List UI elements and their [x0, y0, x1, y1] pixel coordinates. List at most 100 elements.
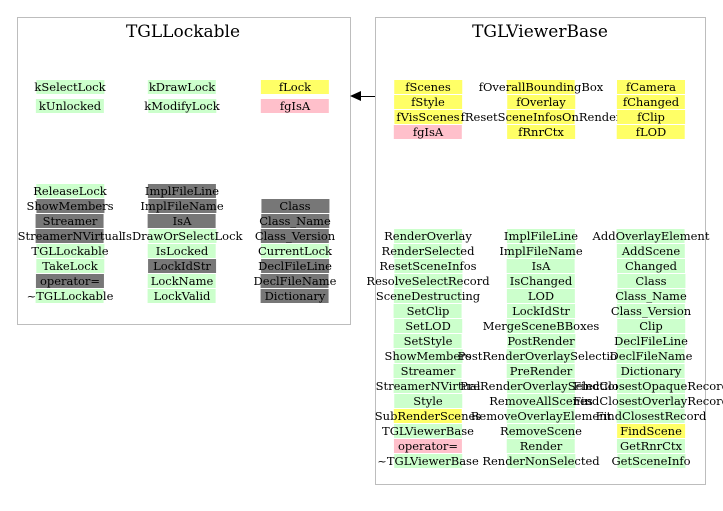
member-label: RenderSelected: [381, 244, 475, 258]
member-label: LOD: [527, 289, 555, 303]
member-label: fOverallBoundingBox: [478, 80, 604, 94]
class-member-public: TGLViewerBase: [382, 424, 474, 438]
member-label: SceneDestructing: [375, 289, 481, 303]
member-label: fgIsA: [412, 125, 444, 139]
class-member-protected: fResetSceneInfosOnRender: [461, 110, 621, 124]
class-member-protected: fChanged: [616, 95, 685, 109]
class-member-public: ~TGLLockable: [26, 289, 114, 303]
class-member-public: AddScene: [617, 244, 685, 258]
member-background: [36, 274, 104, 288]
class-member-public: PostRenderOverlaySelection: [458, 349, 624, 363]
member-background: [616, 349, 685, 363]
member-background: [507, 229, 575, 243]
class-member-public: FindClosestRecord: [596, 409, 706, 423]
class-member-public: kUnlocked: [36, 99, 104, 113]
member-background: [616, 394, 685, 408]
class-member-public: RemoveAllScenes: [489, 394, 593, 408]
member-label: RemoveOverlayElement: [470, 409, 612, 423]
class-member-public: Clip: [617, 319, 685, 333]
member-label: Changed: [625, 259, 677, 273]
class-member-protected: fScenes: [394, 80, 462, 94]
member-label: PreRenderOverlaySelection: [459, 379, 623, 393]
member-label: DeclFileLine: [258, 259, 332, 273]
class-title-tgllockable: TGLLockable: [125, 22, 241, 42]
member-background: [506, 289, 575, 303]
inheritance-arrowhead: [350, 91, 361, 101]
class-member-inherited: DeclFileLine: [258, 259, 332, 273]
member-background: [148, 229, 216, 243]
class-member-public: Class_Version: [611, 304, 691, 318]
member-background: [36, 99, 104, 113]
member-label: Class_Version: [254, 229, 336, 243]
member-background: [506, 244, 575, 258]
member-label: fRnrCtx: [518, 125, 564, 139]
member-background: [616, 274, 685, 288]
class-member-public: RemoveOverlayElement: [471, 409, 611, 423]
class-member-public: StreamerNVirtual: [376, 379, 480, 393]
member-background: [394, 379, 462, 393]
class-member-protected: fOverallBoundingBox: [478, 80, 604, 94]
member-background: [147, 274, 216, 288]
class-member-protected: SubRenderScenes: [375, 409, 481, 423]
class-member-public: RenderOverlay: [384, 229, 472, 243]
member-label: Dictionary: [264, 289, 326, 303]
class-member-public: Style: [393, 394, 462, 408]
member-background: [617, 454, 685, 468]
class-member-public: kDrawLock: [147, 80, 216, 94]
member-label: Streamer: [42, 214, 98, 228]
member-background: [393, 409, 462, 423]
member-background: [148, 259, 216, 273]
member-label: fOverlay: [516, 95, 566, 109]
member-label: IsLocked: [155, 244, 209, 258]
class-member-public: GetRnrCtx: [617, 439, 685, 453]
class-member-inherited: ShowMembers: [26, 199, 114, 213]
class-member-protected: fClip: [617, 110, 685, 124]
member-label: RenderOverlay: [384, 229, 472, 243]
member-background: [393, 334, 462, 348]
member-background: [616, 424, 685, 438]
member-label: SetLOD: [405, 319, 451, 333]
member-background: [507, 349, 575, 363]
member-background: [36, 214, 104, 228]
member-label: DeclFileName: [609, 349, 693, 363]
member-background: [147, 199, 216, 213]
member-background: [393, 394, 462, 408]
member-background: [147, 289, 216, 303]
member-label: TGLLockable: [31, 244, 109, 258]
member-background: [616, 95, 685, 109]
member-background: [147, 80, 216, 94]
member-background: [35, 199, 104, 213]
class-member-public: TGLLockable: [31, 244, 109, 258]
class-member-protected: fLOD: [616, 125, 685, 139]
member-label: ~TGLLockable: [26, 289, 114, 303]
class-member-private: fgIsA: [394, 125, 462, 139]
member-background: [393, 259, 462, 273]
member-label: kDrawLock: [148, 80, 216, 94]
member-background: [616, 125, 685, 139]
member-label: kModifyLock: [144, 99, 220, 113]
member-background: [260, 289, 329, 303]
member-label: ImplFileName: [140, 199, 224, 213]
member-background: [617, 319, 685, 333]
class-member-public: LockIdStr: [507, 304, 575, 318]
member-background: [393, 304, 462, 318]
member-background: [148, 99, 216, 113]
class-title-tglviewerbase: TGLViewerBase: [472, 22, 608, 42]
member-label: kSelectLock: [34, 80, 106, 94]
member-background: [506, 454, 575, 468]
member-background: [507, 80, 575, 94]
member-label: StreamerNVirtual: [17, 229, 123, 243]
class-member-public: DeclFileLine: [614, 334, 688, 348]
class-member-public: PreRender: [506, 364, 575, 378]
class-member-public: FindClosestOverlayRecord: [573, 394, 723, 408]
class-member-public: ReleaseLock: [33, 184, 107, 198]
member-background: [507, 259, 575, 273]
member-background: [506, 409, 575, 423]
member-background: [393, 349, 462, 363]
member-background: [261, 99, 329, 113]
member-background: [148, 184, 216, 198]
inheritance-arrow-line: [361, 96, 375, 97]
member-background: [35, 259, 104, 273]
member-label: CurrentLock: [257, 244, 333, 258]
class-member-public: IsA: [507, 259, 575, 273]
